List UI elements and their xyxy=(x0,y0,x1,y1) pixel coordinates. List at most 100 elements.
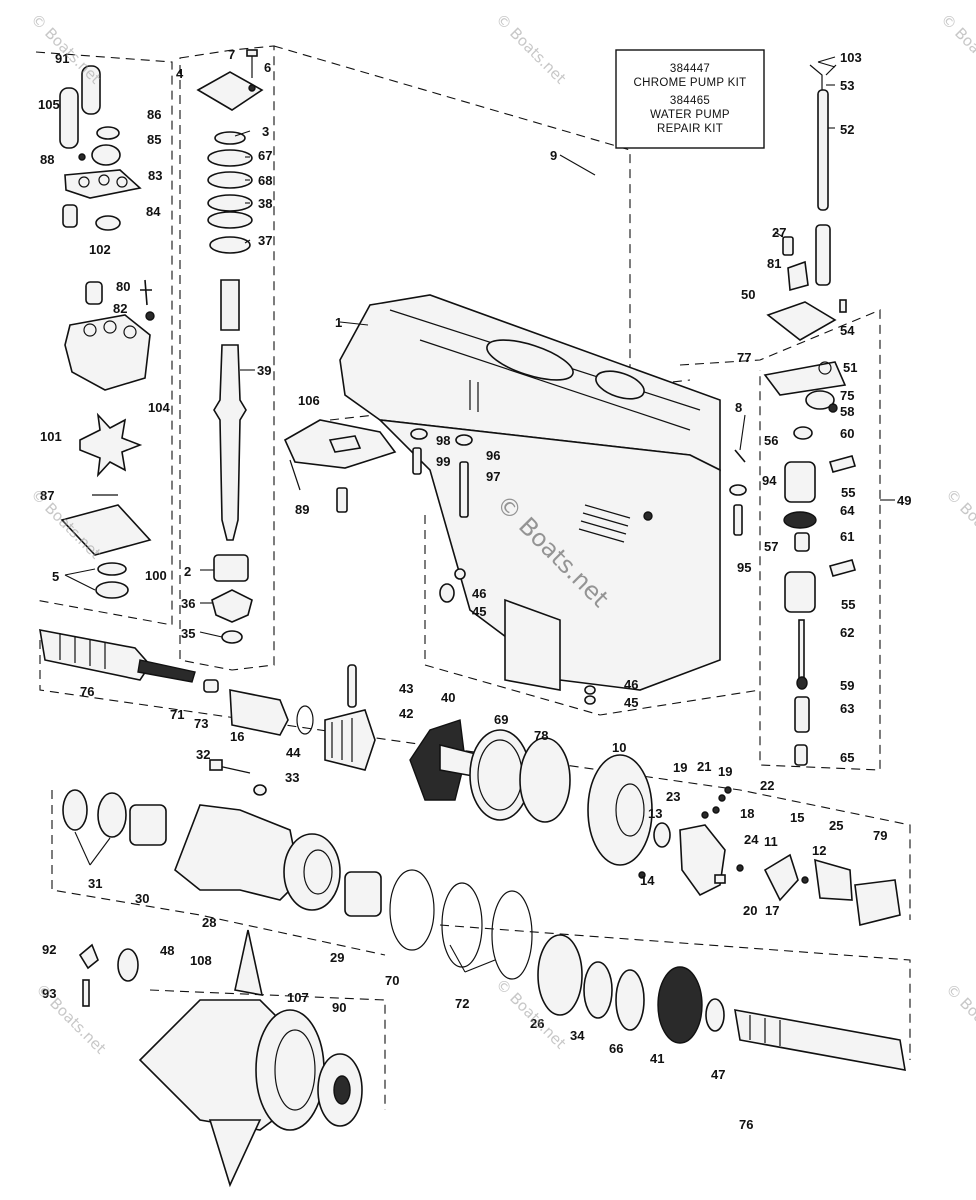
part-label: 94 xyxy=(762,473,777,488)
part-label: 60 xyxy=(840,426,854,441)
part-label: 2 xyxy=(184,564,191,579)
part-label: 89 xyxy=(295,502,309,517)
part-label: 86 xyxy=(147,107,161,122)
propshaft-group xyxy=(39,629,901,926)
part-label: 87 xyxy=(40,488,54,503)
part-label: 24 xyxy=(744,832,759,847)
part-label: 106 xyxy=(298,393,320,408)
part-label: 58 xyxy=(840,404,854,419)
part-label: 21 xyxy=(697,759,711,774)
part-label: 105 xyxy=(38,97,60,112)
part-label: 91 xyxy=(55,51,69,66)
part-label: 77 xyxy=(737,350,751,365)
shift-group xyxy=(763,64,857,766)
part-label: 36 xyxy=(181,596,195,611)
part-label: 30 xyxy=(135,891,149,906)
part-label: 75 xyxy=(840,388,854,403)
part-label: 50 xyxy=(741,287,755,302)
water-pump-group xyxy=(59,65,155,599)
part-label: 54 xyxy=(840,323,855,338)
part-label: 8 xyxy=(735,400,742,415)
part-label: 14 xyxy=(640,873,655,888)
part-label: 25 xyxy=(829,818,843,833)
part-label: 62 xyxy=(840,625,854,640)
gearcase-housing xyxy=(339,294,721,691)
part-label: 52 xyxy=(840,122,854,137)
part-label: 82 xyxy=(113,301,127,316)
part-label: 69 xyxy=(494,712,508,727)
part-label: 104 xyxy=(148,400,170,415)
part-label: 45 xyxy=(472,604,486,619)
part-label: 93 xyxy=(42,986,56,1001)
part-label: 80 xyxy=(116,279,130,294)
part-label: 19 xyxy=(673,760,687,775)
part-label: 88 xyxy=(40,152,54,167)
part-label: 73 xyxy=(194,716,208,731)
part-label: 67 xyxy=(258,148,272,163)
part-label: 45 xyxy=(624,695,638,710)
part-label: 92 xyxy=(42,942,56,957)
part-label: 23 xyxy=(666,789,680,804)
part-label: 107 xyxy=(287,990,309,1005)
part-label: 71 xyxy=(170,707,184,722)
part-label: 11 xyxy=(764,834,778,849)
part-label: 56 xyxy=(764,433,778,448)
part-label: 53 xyxy=(840,78,854,93)
watermark: © Boats.net xyxy=(942,980,976,1058)
watermark: © Boats.net xyxy=(32,980,110,1058)
group-outlines xyxy=(35,45,911,1110)
part-label: 76 xyxy=(80,684,94,699)
kit-line-3: 384465 xyxy=(670,95,710,107)
part-label: 47 xyxy=(711,1067,725,1082)
part-label: 44 xyxy=(286,745,301,760)
part-label: 55 xyxy=(841,597,855,612)
part-label: 64 xyxy=(840,503,855,518)
part-label: 3 xyxy=(262,124,269,139)
part-label: 7 xyxy=(228,47,235,62)
part-label: 66 xyxy=(609,1041,623,1056)
part-label: 70 xyxy=(385,973,399,988)
part-label: 72 xyxy=(455,996,469,1011)
part-label: 103 xyxy=(840,50,862,65)
kit-line-5: REPAIR KIT xyxy=(657,123,723,135)
part-label: 78 xyxy=(534,728,548,743)
part-label: 37 xyxy=(258,233,272,248)
part-label: 97 xyxy=(486,469,500,484)
part-label: 42 xyxy=(399,706,413,721)
part-label: 12 xyxy=(812,843,826,858)
bearing-housing-group xyxy=(62,759,906,1071)
part-label: 9 xyxy=(550,148,557,163)
part-label: 101 xyxy=(40,429,62,444)
part-label: 61 xyxy=(840,529,854,544)
part-label: 16 xyxy=(230,729,244,744)
part-label: 85 xyxy=(147,132,161,147)
part-label: 28 xyxy=(202,915,216,930)
part-label: 39 xyxy=(257,363,271,378)
part-label: 98 xyxy=(436,433,450,448)
part-label: 26 xyxy=(530,1016,544,1031)
part-label: 27 xyxy=(772,225,786,240)
part-label: 41 xyxy=(650,1051,664,1066)
part-label: 15 xyxy=(790,810,804,825)
kit-line-2: CHROME PUMP KIT xyxy=(634,77,747,89)
part-label: 65 xyxy=(840,750,854,765)
driveshaft-group xyxy=(196,49,264,644)
part-label: 10 xyxy=(612,740,626,755)
part-label: 18 xyxy=(740,806,754,821)
part-label: 59 xyxy=(840,678,854,693)
part-label: 31 xyxy=(88,876,102,891)
part-label: 46 xyxy=(624,677,638,692)
part-label: 57 xyxy=(764,539,778,554)
watermark: © Boats.net xyxy=(27,10,105,88)
part-label: 55 xyxy=(841,485,855,500)
part-label: 33 xyxy=(285,770,299,785)
part-label: 49 xyxy=(897,493,911,508)
part-label: 35 xyxy=(181,626,195,641)
part-label: 81 xyxy=(767,256,781,271)
part-label: 4 xyxy=(176,66,184,81)
part-label: 6 xyxy=(264,60,271,75)
part-label: 34 xyxy=(570,1028,585,1043)
kit-line-4: WATER PUMP xyxy=(650,109,730,121)
part-label: 68 xyxy=(258,173,272,188)
